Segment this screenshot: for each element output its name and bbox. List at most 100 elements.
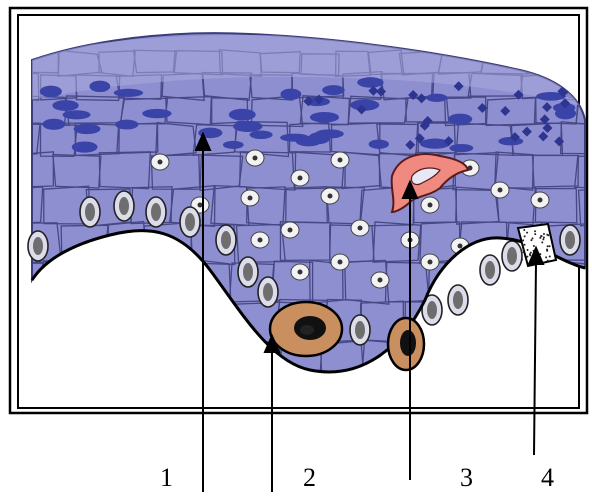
label-4: 4 <box>541 463 554 492</box>
granular-nucleus <box>52 100 78 111</box>
merkel-granule <box>539 237 541 239</box>
granular-nucleus <box>250 131 273 139</box>
cell-outline <box>516 260 563 303</box>
nucleolus <box>458 244 463 249</box>
merkel-granule <box>524 235 526 237</box>
merkel-granule <box>546 248 548 250</box>
label-1: 1 <box>160 463 173 492</box>
basal-nucleus <box>355 321 365 339</box>
nucleolus <box>328 194 333 199</box>
merkel-granule <box>534 230 536 232</box>
granular-nucleus <box>369 140 389 149</box>
merkel-granule <box>533 245 535 247</box>
cell-outline <box>42 260 83 303</box>
cell-outline <box>165 300 203 340</box>
nucleolus <box>253 156 258 161</box>
merkel-granule <box>523 229 525 231</box>
merkel-granule <box>534 233 536 235</box>
granular-nucleus <box>115 120 138 130</box>
nucleolus <box>258 238 263 243</box>
granular-nucleus <box>357 77 383 87</box>
nucleolus <box>198 203 203 208</box>
nucleolus <box>298 270 303 275</box>
merkel-granule <box>541 241 543 243</box>
label-2: 2 <box>303 463 316 492</box>
nucleolus <box>338 260 343 265</box>
cell-outline <box>164 340 201 384</box>
granular-nucleus <box>233 121 263 132</box>
cell-outline <box>517 302 564 344</box>
basal-nucleus <box>427 301 437 319</box>
melanocyte-second <box>388 318 424 370</box>
basal-nucleus <box>263 283 273 301</box>
nucleolus <box>378 278 383 283</box>
merkel-granule <box>542 238 544 240</box>
granular-nucleus <box>40 86 62 97</box>
granular-nucleus <box>296 136 322 146</box>
merkel-granule <box>530 239 532 241</box>
basal-nucleus <box>507 247 517 265</box>
nucleolus <box>298 176 303 181</box>
nucleolus <box>248 196 253 201</box>
merkel-granule <box>546 234 548 236</box>
basal-nucleus <box>453 291 463 309</box>
basal-nucleus <box>185 213 195 231</box>
merkel-granule <box>523 251 525 253</box>
merkel-granule <box>529 253 531 255</box>
granular-nucleus <box>555 108 576 120</box>
granular-nucleus <box>448 114 472 125</box>
granular-nucleus <box>63 110 91 119</box>
merkel-granule <box>543 236 545 238</box>
basal-nucleus <box>119 197 129 215</box>
cell-outline <box>15 302 55 344</box>
granular-nucleus <box>322 85 345 95</box>
merkel-granule <box>527 249 529 251</box>
merkel-granule <box>545 256 547 258</box>
merkel-granule <box>524 244 526 246</box>
cell-outline <box>162 260 196 300</box>
merkel-granule <box>541 235 543 237</box>
cell-outline <box>441 344 480 382</box>
granular-nucleus <box>498 137 523 145</box>
cell-outline <box>476 340 521 383</box>
basal-nucleus <box>85 203 95 221</box>
nucleolus <box>358 226 363 231</box>
granular-nucleus <box>72 141 98 152</box>
nucleolus <box>338 158 343 163</box>
merkel-granule <box>531 237 533 239</box>
cell-outline <box>518 340 567 383</box>
granular-nucleus <box>74 124 101 134</box>
granular-nucleus <box>114 89 143 97</box>
cell-outline <box>200 340 242 382</box>
merkel-granule <box>522 249 524 251</box>
merkel-granule <box>543 233 545 235</box>
merkel-granule <box>547 245 549 247</box>
arrow-4 <box>534 262 536 455</box>
merkel-granule <box>549 256 551 258</box>
basal-nucleus <box>221 231 231 249</box>
nucleolus <box>428 203 433 208</box>
cell-outline <box>0 223 25 263</box>
merkel-granule <box>522 239 524 241</box>
granular-nucleus <box>42 119 65 130</box>
basal-nucleus <box>243 263 253 281</box>
cell-outline <box>90 300 133 342</box>
cell-outline <box>527 50 563 74</box>
merkel-granule <box>547 260 549 262</box>
cell-outline <box>78 262 117 302</box>
cell-outline <box>57 300 95 341</box>
granular-nucleus <box>142 109 171 118</box>
granular-nucleus <box>223 141 244 149</box>
cell-outline <box>199 300 237 344</box>
nucleolus <box>288 228 293 233</box>
granular-nucleus <box>449 144 473 152</box>
merkel-granule <box>521 259 523 261</box>
cell-outline <box>0 301 17 340</box>
basal-nucleus <box>33 237 43 255</box>
granular-nucleus <box>426 94 447 102</box>
granular-nucleus <box>229 109 256 121</box>
nucleolus <box>538 198 543 203</box>
nucleolus <box>428 260 433 265</box>
basal-nucleus <box>565 231 575 249</box>
